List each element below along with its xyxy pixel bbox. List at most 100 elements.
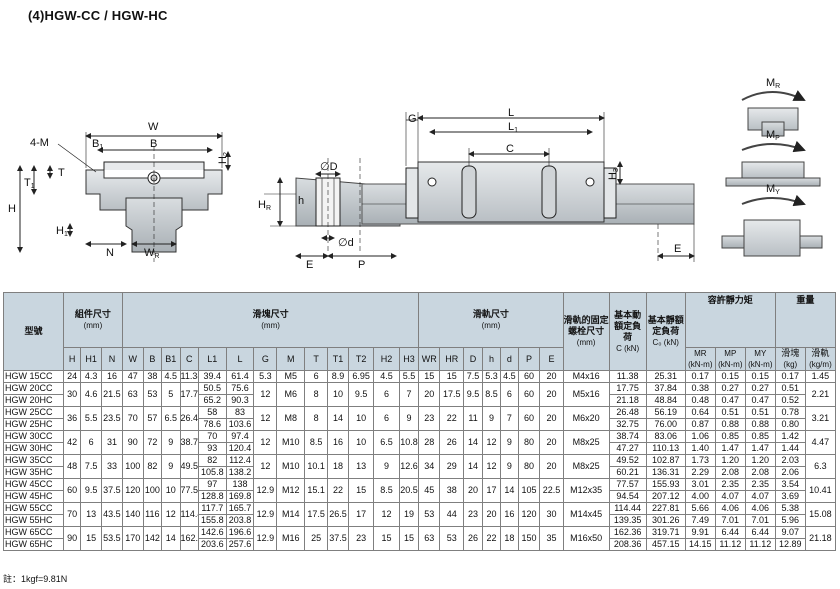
- col-header-h: H: [62, 347, 82, 371]
- table-cell: 13: [80, 502, 103, 527]
- table-cell: HGW 30CC: [3, 430, 64, 443]
- table-cell: 155.8: [197, 514, 227, 527]
- col-header-d: D: [463, 347, 483, 371]
- table-cell: 5: [161, 382, 181, 407]
- table-cell: HGW 30HC: [3, 442, 64, 455]
- table-cell: M10: [276, 454, 306, 479]
- table-cell: 9: [481, 406, 502, 431]
- table-cell: 7.01: [714, 514, 746, 527]
- label-E-top: E: [674, 243, 681, 255]
- table-cell: 76.00: [645, 418, 686, 431]
- moment-labels: MR MP MY: [766, 77, 780, 196]
- table-cell: 12: [373, 502, 400, 527]
- table-cell: 17.5: [304, 502, 329, 527]
- label-P: P: [358, 259, 365, 271]
- table-cell: 93: [197, 442, 227, 455]
- label-MP: MP: [766, 129, 780, 142]
- table-cell: 5.66: [684, 502, 716, 515]
- table-cell: HGW 55CC: [3, 502, 64, 515]
- col-header-g: G: [253, 347, 278, 371]
- table-cell: 0.51: [774, 382, 806, 395]
- table-cell: 82: [142, 454, 163, 479]
- table-cell: 21.18: [804, 526, 837, 551]
- header-bolt: 滑軌的固定螺栓尺寸(mm): [562, 292, 610, 371]
- table-cell: 90.3: [225, 394, 255, 407]
- table-cell: 203.6: [197, 538, 227, 551]
- table-cell: 155.93: [645, 478, 686, 491]
- label-L: L: [508, 107, 514, 119]
- table-cell: 15.1: [304, 478, 329, 503]
- table-cell: 25: [304, 526, 329, 551]
- table-cell: 4.5: [373, 370, 400, 383]
- table-cell: 169.8: [225, 490, 255, 503]
- table-cell: HGW 15CC: [3, 370, 64, 383]
- table-cell: 138: [225, 478, 255, 491]
- table-cell: 37.5: [327, 526, 349, 551]
- table-cell: 48.84: [645, 394, 686, 407]
- table-cell: 77.57,94.54: [179, 478, 199, 503]
- table-cell: 16: [500, 502, 519, 527]
- col-header-l: L: [225, 347, 255, 371]
- label-G: G: [408, 113, 417, 125]
- table-cell: 0.47: [714, 394, 746, 407]
- table-cell: M6x20: [562, 406, 610, 431]
- col-header-w-rail: 滑軌(kg/m): [804, 347, 837, 371]
- table-cell: 80: [517, 430, 541, 455]
- table-cell: 10.1: [304, 454, 329, 479]
- table-cell: 23.5: [101, 406, 123, 431]
- table-cell: 53: [439, 526, 465, 551]
- table-cell: 4.3: [80, 370, 103, 383]
- table-cell: 3.21: [804, 406, 837, 431]
- table-row: HGW 25CC365.523.570576.526.48,32.7558831…: [3, 406, 837, 431]
- table-cell: 0.17: [684, 370, 716, 383]
- table-cell: 23: [418, 406, 441, 431]
- table-cell: 38.74: [608, 430, 647, 443]
- table-cell: 4.07: [714, 490, 746, 503]
- label-H: H: [8, 203, 16, 215]
- table-cell: 22: [327, 478, 349, 503]
- table-cell: M5x16: [562, 382, 610, 407]
- table-cell: M12: [276, 478, 306, 503]
- col-header-n: N: [101, 347, 123, 371]
- table-cell: 14: [500, 478, 519, 503]
- table-cell: 457.15: [645, 538, 686, 551]
- table-cell: 60.21: [608, 466, 647, 479]
- table-cell: 10.41: [804, 478, 837, 503]
- table-cell: HGW 55HC: [3, 514, 64, 527]
- col-header-l1: L1: [197, 347, 227, 371]
- table-cell: 26.5: [327, 502, 349, 527]
- label-N: N: [106, 247, 114, 259]
- table-cell: 34: [418, 454, 441, 479]
- table-cell: 12: [253, 430, 278, 455]
- table-cell: 103.6: [225, 418, 255, 431]
- table-cell: 4.47: [804, 430, 837, 455]
- label-T: T: [58, 167, 65, 179]
- table-cell: 26.48,32.75: [179, 406, 199, 431]
- table-cell: 20: [539, 406, 564, 431]
- table-cell: 15: [398, 526, 420, 551]
- table-cell: 11.38: [608, 370, 647, 383]
- table-cell: HGW 35HC: [3, 466, 64, 479]
- table-cell: 1.47: [714, 442, 746, 455]
- page-title: (4)HGW-CC / HGW-HC: [28, 8, 168, 23]
- table-cell: 12.89: [774, 538, 806, 551]
- table-cell: 33: [101, 454, 123, 479]
- table-cell: 97: [197, 478, 227, 491]
- table-cell: 12.6: [398, 454, 420, 479]
- col-header-m: M: [276, 347, 306, 371]
- moment-my-diagram: [721, 194, 823, 257]
- table-cell: 120: [121, 478, 144, 503]
- col-header-b: B: [142, 347, 163, 371]
- table-cell: 3.54: [774, 478, 806, 491]
- moment-mr-diagram: [741, 90, 806, 137]
- table-cell: 30: [62, 382, 82, 407]
- table-row: HGW 30CC426319072938.74,47.277097.412M10…: [3, 430, 837, 455]
- label-C: C: [506, 143, 514, 155]
- table-cell: 77.57: [608, 478, 647, 491]
- table-cell: M16x50: [562, 526, 610, 551]
- table-cell: 28: [418, 430, 441, 455]
- table-cell: 42: [62, 430, 82, 455]
- table-cell: 23: [347, 526, 375, 551]
